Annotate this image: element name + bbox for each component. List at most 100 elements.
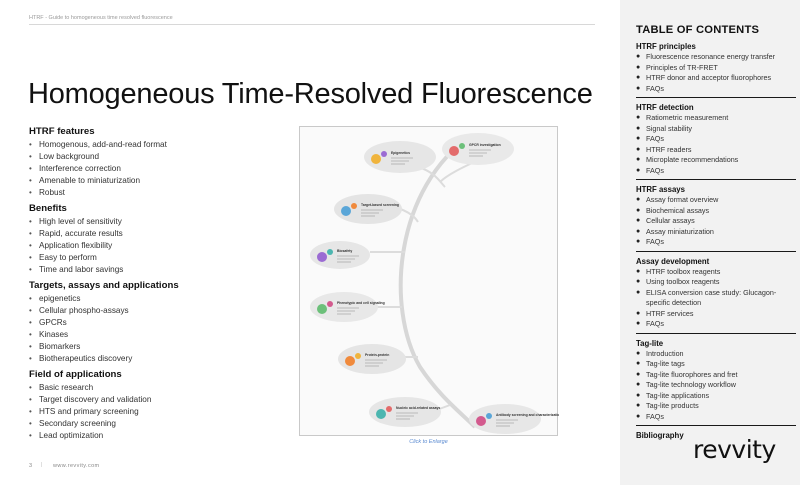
bullet-icon: ● [636,63,641,71]
toc-item-link[interactable]: ●FAQs [636,166,796,177]
list-item: •epigenetics [29,293,289,305]
toc-item-link[interactable]: ●Tag-lite products [636,401,796,412]
molecule-icon [459,143,465,149]
toc-item-link[interactable]: ●FAQs [636,319,796,330]
bullet-icon: • [29,431,32,440]
toc-section-link[interactable]: Bibliography [636,431,684,440]
diagram-node: Nucleic acid-related assays [369,397,441,427]
toc-divider [636,425,796,426]
toc-item-link[interactable]: ●Introduction [636,349,796,360]
bullet-icon: ● [636,196,641,203]
toc-item-text: Microplate recommendations [646,155,739,164]
section-heading: Targets, assays and applications [29,280,179,291]
bullet-icon: ● [636,206,641,214]
list-item-text: Basic research [39,383,94,392]
toc-item-link[interactable]: ●Tag-lite technology workflow [636,380,796,391]
toc-item-link[interactable]: ●Assay miniaturization [636,227,796,238]
diagram-node-label: Epigenetics [391,151,410,155]
diagram-node: Epigenetics [364,141,436,173]
list-item: •Basic research [29,382,289,394]
toc-item-link[interactable]: ●Assay format overview [636,195,796,206]
toc-item-link[interactable]: ●ELISA conversion case study: Glucagon-s… [636,288,796,309]
toc-item-text: Tag-lite tags [646,359,685,368]
toc-item-link[interactable]: ●HTRF donor and acceptor fluorophores [636,73,796,84]
toc-item-text: Tag-lite applications [646,390,710,400]
list-item: • Homogenous, add-and-read format [29,139,289,151]
diagram-node-bubble [338,344,406,374]
toc-item-link[interactable]: ● Signal stability [636,124,796,135]
toc-item-link[interactable]: ●Tag-lite applications [636,391,796,402]
list-item: •Cellular phospho-assays [29,305,289,317]
toc-item-text: HTRF readers [646,144,692,154]
toc-section-link[interactable]: Assay development [636,256,710,266]
toc-item-link[interactable]: ●HTRF services [636,309,796,320]
section-heading: HTRF features [29,126,95,137]
toc-item-link[interactable]: ●Tag-lite fluorophores and fret [636,370,796,381]
bullet-icon: • [29,176,32,185]
toc-item-link[interactable]: ●Cellular assays [636,216,796,227]
footer-separator: | [41,462,43,468]
bullet-icon: • [29,241,32,250]
list-item: •Biomarkers [29,341,289,353]
toc-item-link[interactable]: ●Ratiometric measurement [636,113,796,124]
diagram-node-label: Nucleic acid-related assays [396,406,440,410]
bullet-icon: • [29,318,32,327]
toc-item-text: FAQs [646,165,664,175]
toc-item-text: HTRF donor and acceptor fluorophores [646,73,772,82]
figure-caption-link[interactable]: Click to Enlarge [409,439,448,445]
toc-item-link[interactable]: ●FAQs [636,134,796,145]
molecule-icon [386,406,392,412]
toc-item-link[interactable]: ●Biochemical assays [636,206,796,217]
diagram-node-bubble [469,404,541,434]
toc-item-link[interactable]: ●FAQs [636,412,796,423]
bullet-icon: • [29,253,32,262]
toc-section-link[interactable]: Tag-lite [636,338,664,348]
diagram-node: Phenotypic and cell signaling [310,292,385,322]
toc-item-link[interactable]: ●FAQs [636,84,796,95]
toc-item-link[interactable]: ●HTRF toolbox reagents [636,267,796,278]
toc-item-link[interactable]: ●Microplate recommendations [636,155,796,166]
toc-section-link[interactable]: HTRF assays [636,185,685,194]
molecule-icon [476,416,486,426]
diagram-node-label: Antibody screening and characterization [496,413,559,417]
page-title: Homogeneous Time-Resolved Fluorescence [28,78,593,110]
toc-list: HTRF principles●Fluorescence resonance e… [636,41,796,441]
footer-url[interactable]: www.revvity.com [53,463,100,469]
list-item-text: Target discovery and validation [39,395,152,404]
bullet-icon: ● [636,124,641,132]
bullet-icon: • [29,294,32,303]
bullet-icon: ● [636,145,641,153]
list-item: •Robust [29,187,289,199]
diagram-node: Target-based screening [334,194,402,224]
bullet-icon: • [29,229,32,238]
diagram-node-bubble [310,241,370,269]
molecule-icon [486,413,492,419]
bullet-icon: • [29,140,32,149]
timeline-arc [398,133,477,429]
toc-item-link[interactable]: ● HTRF readers [636,145,796,156]
list-item-text: Homogenous, add-and-read format [39,140,167,149]
toc-item-link[interactable]: ●Using toolbox reagents [636,277,796,288]
toc-item-text: Assay miniaturization [646,226,714,236]
bullet-icon: ● [636,288,641,296]
list-item: •Rapid, accurate results [29,228,289,240]
list-item: •Interference correction [29,163,289,175]
list-item-text: HTS and primary screening [39,407,139,416]
toc-section-link[interactable]: HTRF principles [636,42,696,51]
toc-item-link[interactable]: ●FAQs [636,237,796,248]
toc-section-link[interactable]: HTRF detection [636,103,694,112]
toc-item-text: Signal stability [646,123,692,133]
toc-item-link[interactable]: ●Fluorescence resonance energy transfer [636,52,796,63]
bullet-icon: ● [636,309,641,317]
list-item-text: Time and labor savings [39,265,124,274]
bullet-icon: • [29,395,32,404]
toc-item-link[interactable]: ●Tag-lite tags [636,359,796,370]
revvity-logo: revvity [693,435,776,464]
bullet-icon: ● [636,53,641,60]
list-item: •Biotherapeutics discovery [29,353,289,365]
toc-item-link[interactable]: ●Principles of TR-FRET [636,63,796,74]
bullet-icon: ● [636,135,641,142]
diagram-node-bubble [369,397,441,427]
